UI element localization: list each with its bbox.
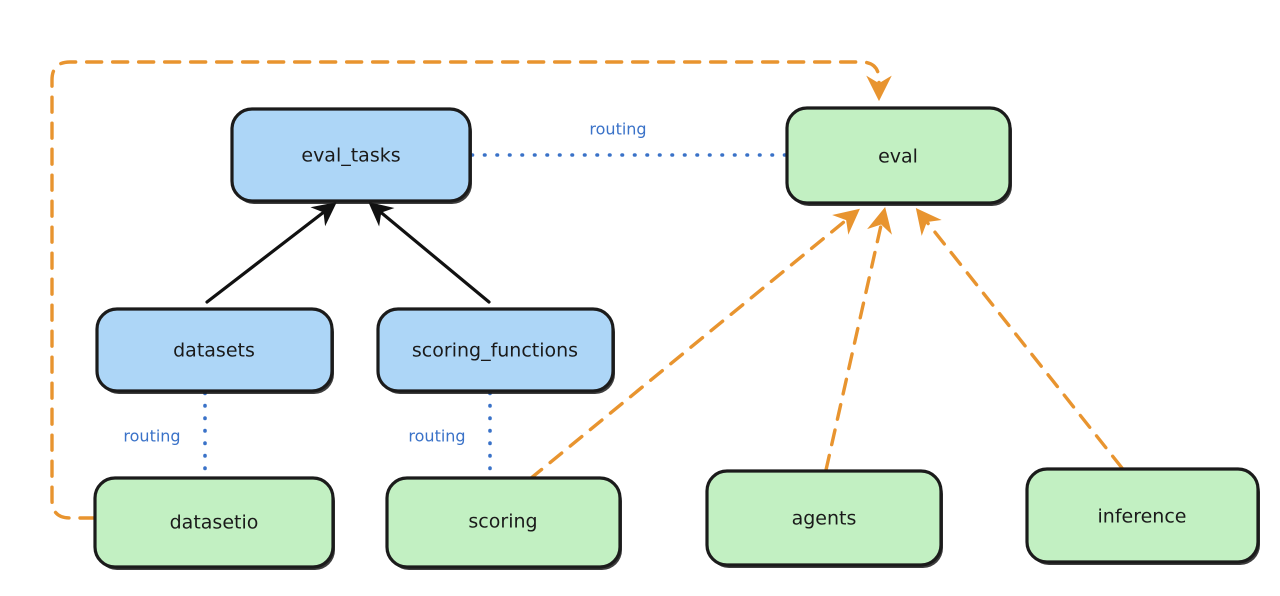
node-scoring-box [385, 476, 622, 569]
node-agents-box [705, 469, 943, 567]
edge-layer: routing routing routing [50, 60, 1124, 520]
node-datasetio-label: datasetio [170, 512, 259, 534]
edge-label-routing-scoring: routing [408, 427, 465, 446]
node-scoring-functions[interactable]: scoring_functions [376, 307, 615, 394]
node-agents-label: agents [792, 508, 857, 530]
node-scoring-functions-box [376, 307, 615, 393]
node-eval[interactable]: eval [785, 106, 1012, 206]
edge-scoringfunctions-scoring[interactable]: routing [408, 391, 492, 478]
node-datasetio-box [93, 476, 335, 569]
edge-datasets-datasetio[interactable]: routing [123, 391, 207, 478]
edge-scoring-eval[interactable] [528, 208, 860, 481]
node-eval-tasks-box [230, 107, 472, 203]
edge-datasetio-eval[interactable] [50, 60, 892, 520]
node-datasets-box [95, 307, 334, 393]
edge-datasets-evaltasks[interactable] [205, 202, 337, 304]
node-eval-box [785, 106, 1012, 205]
edge-path-datasetio-eval [50, 60, 892, 520]
edge-path-datasets-evaltasks [205, 202, 337, 304]
node-scoring-label: scoring [468, 511, 537, 533]
node-eval-tasks-label: eval_tasks [301, 145, 400, 167]
edge-path-scoring-eval [528, 208, 860, 481]
node-inference[interactable]: inference [1025, 467, 1260, 565]
edge-scoringfunctions-evaltasks[interactable] [368, 201, 491, 304]
node-datasets-label: datasets [173, 340, 255, 362]
edge-path-inference-eval [915, 208, 1124, 470]
node-datasetio[interactable]: datasetio [93, 476, 335, 570]
node-scoring-functions-label: scoring_functions [412, 340, 578, 362]
edge-label-routing-eval: routing [589, 120, 646, 139]
node-eval-label: eval [878, 146, 918, 168]
edge-path-agents-eval [824, 207, 892, 472]
node-scoring[interactable]: scoring [385, 476, 622, 570]
node-layer: eval_tasks eval datasets scoring_functio… [93, 106, 1260, 570]
edge-path-scoringfunctions-evaltasks [368, 201, 491, 304]
node-datasets[interactable]: datasets [95, 307, 334, 394]
node-inference-label: inference [1098, 506, 1187, 528]
node-agents[interactable]: agents [705, 469, 943, 568]
edge-agents-eval[interactable] [824, 207, 892, 472]
edge-inference-eval[interactable] [915, 208, 1124, 470]
edge-label-routing-datasetio: routing [123, 427, 180, 446]
edge-evaltasks-eval[interactable]: routing [470, 120, 787, 157]
node-eval-tasks[interactable]: eval_tasks [230, 107, 472, 204]
node-inference-box [1025, 467, 1260, 564]
